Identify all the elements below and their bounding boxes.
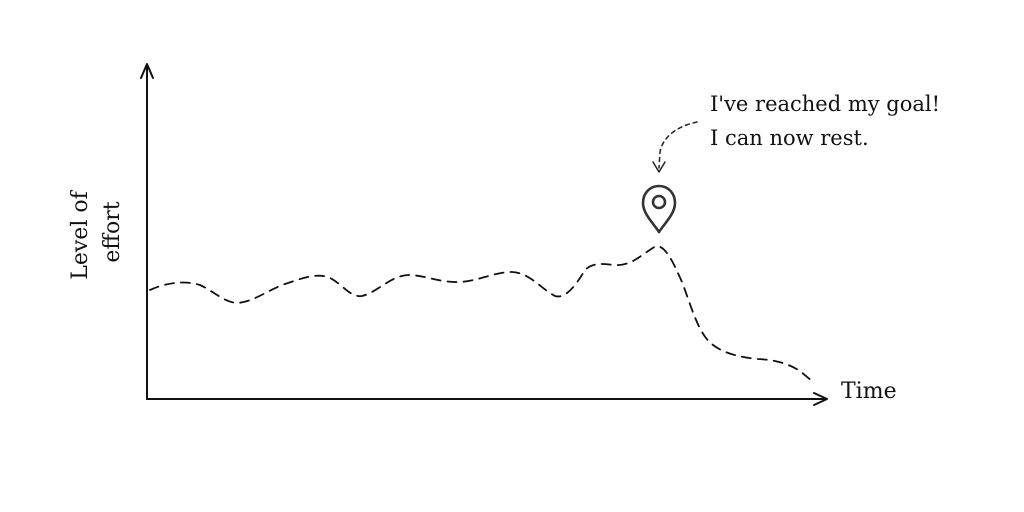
y-axis-label: Level of effort — [68, 184, 125, 280]
x-axis-arrowhead — [813, 392, 828, 406]
y-axis-label-line2: effort — [100, 201, 125, 262]
x-axis-label: Time — [841, 379, 897, 404]
annotation-text: I've reached my goal! I can now rest. — [710, 92, 947, 150]
annotation-arrow — [652, 121, 698, 173]
goal-marker — [641, 184, 677, 234]
annotation-arrowhead — [652, 161, 666, 173]
y-axis-arrowhead — [140, 63, 154, 79]
annotation-line2: I can now rest. — [710, 126, 869, 150]
annotation-line1: I've reached my goal! — [710, 92, 940, 116]
map-pin-center-icon — [651, 194, 667, 210]
y-axis-label-line1: Level of — [68, 189, 93, 279]
y-axis — [140, 63, 154, 400]
x-axis — [146, 392, 828, 406]
map-pin-icon — [641, 184, 677, 234]
effort-curve — [149, 245, 813, 382]
annotation-arrow-line — [658, 121, 698, 169]
